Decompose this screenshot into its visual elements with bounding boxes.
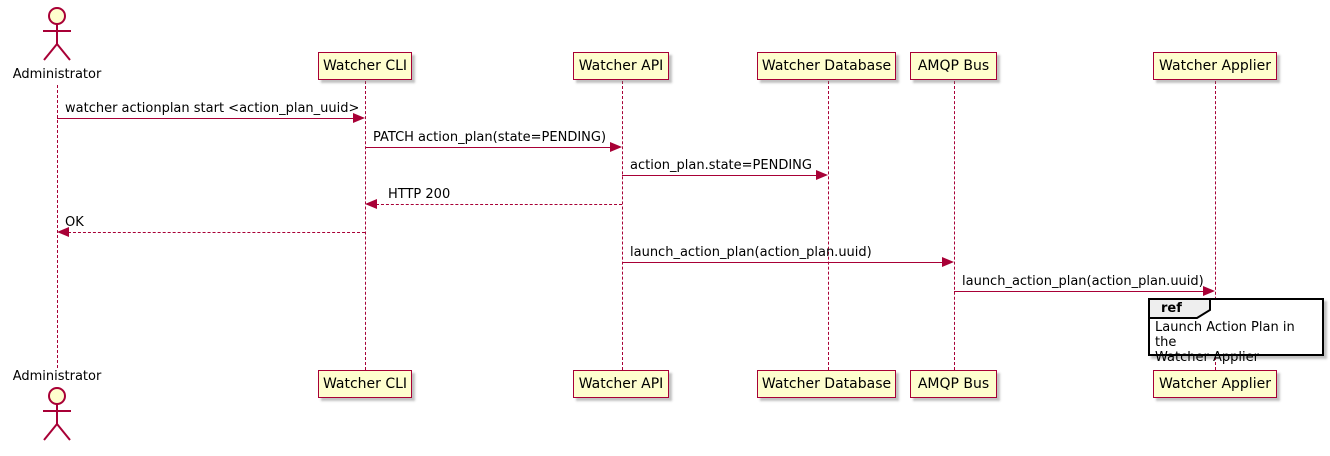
message-arrow-7 [954, 291, 1206, 292]
arrowhead-3 [816, 170, 828, 180]
participant-watcher-database-bottom: Watcher Database [757, 370, 896, 398]
participant-watcher-applier-bottom: Watcher Applier [1153, 370, 1277, 398]
participant-watcher-applier-top: Watcher Applier [1153, 52, 1277, 80]
participant-amqp-bus-top: AMQP Bus [910, 52, 997, 80]
message-label-1: watcher actionplan start <action_plan_uu… [65, 101, 360, 116]
arrowhead-4 [365, 199, 377, 209]
lifeline-administrator [57, 85, 58, 368]
participant-amqp-bus-bottom: AMQP Bus [910, 370, 997, 398]
ref-text: Launch Action Plan in the Watcher Applie… [1155, 320, 1319, 365]
ref-text-line2: Watcher Applier [1155, 350, 1259, 365]
ref-text-line1: Launch Action Plan in the [1155, 320, 1295, 350]
participant-watcher-cli-top: Watcher CLI [318, 52, 412, 80]
actor-label-top: Administrator [12, 67, 102, 82]
lifeline-watcher-database [828, 81, 829, 370]
lifeline-watcher-cli [365, 81, 366, 370]
arrowhead-1 [353, 113, 365, 123]
message-label-3: action_plan.state=PENDING [630, 158, 812, 173]
message-label-7: launch_action_plan(action_plan.uuid) [962, 274, 1204, 289]
actor-figure-top [43, 7, 71, 61]
message-arrow-2 [365, 147, 613, 148]
ref-tab-shape [1148, 298, 1211, 319]
message-label-4: HTTP 200 [388, 187, 451, 202]
message-arrow-4 [376, 204, 622, 205]
ref-fragment: ref Launch Action Plan in the Watcher Ap… [1148, 298, 1324, 365]
arrowhead-6 [942, 257, 954, 267]
participant-watcher-api-top: Watcher API [573, 52, 669, 80]
lifeline-watcher-applier [1215, 81, 1216, 370]
message-arrow-1 [57, 118, 356, 119]
message-label-2: PATCH action_plan(state=PENDING) [373, 130, 607, 145]
arrowhead-2 [610, 142, 622, 152]
message-arrow-6 [622, 262, 945, 263]
participant-watcher-api-bottom: Watcher API [573, 370, 669, 398]
arrowhead-7 [1203, 286, 1215, 296]
participant-watcher-database-top: Watcher Database [757, 52, 896, 80]
message-label-6: launch_action_plan(action_plan.uuid) [630, 245, 872, 260]
message-arrow-5 [68, 232, 365, 233]
lifeline-watcher-api [622, 81, 623, 370]
ref-keyword: ref [1161, 301, 1182, 316]
actor-figure-bottom [43, 387, 71, 441]
actor-label-bottom: Administrator [12, 369, 102, 384]
lifeline-amqp-bus [954, 81, 955, 370]
arrowhead-5 [57, 227, 69, 237]
message-label-5: OK [65, 215, 84, 230]
message-arrow-3 [622, 175, 819, 176]
participant-watcher-cli-bottom: Watcher CLI [318, 370, 412, 398]
